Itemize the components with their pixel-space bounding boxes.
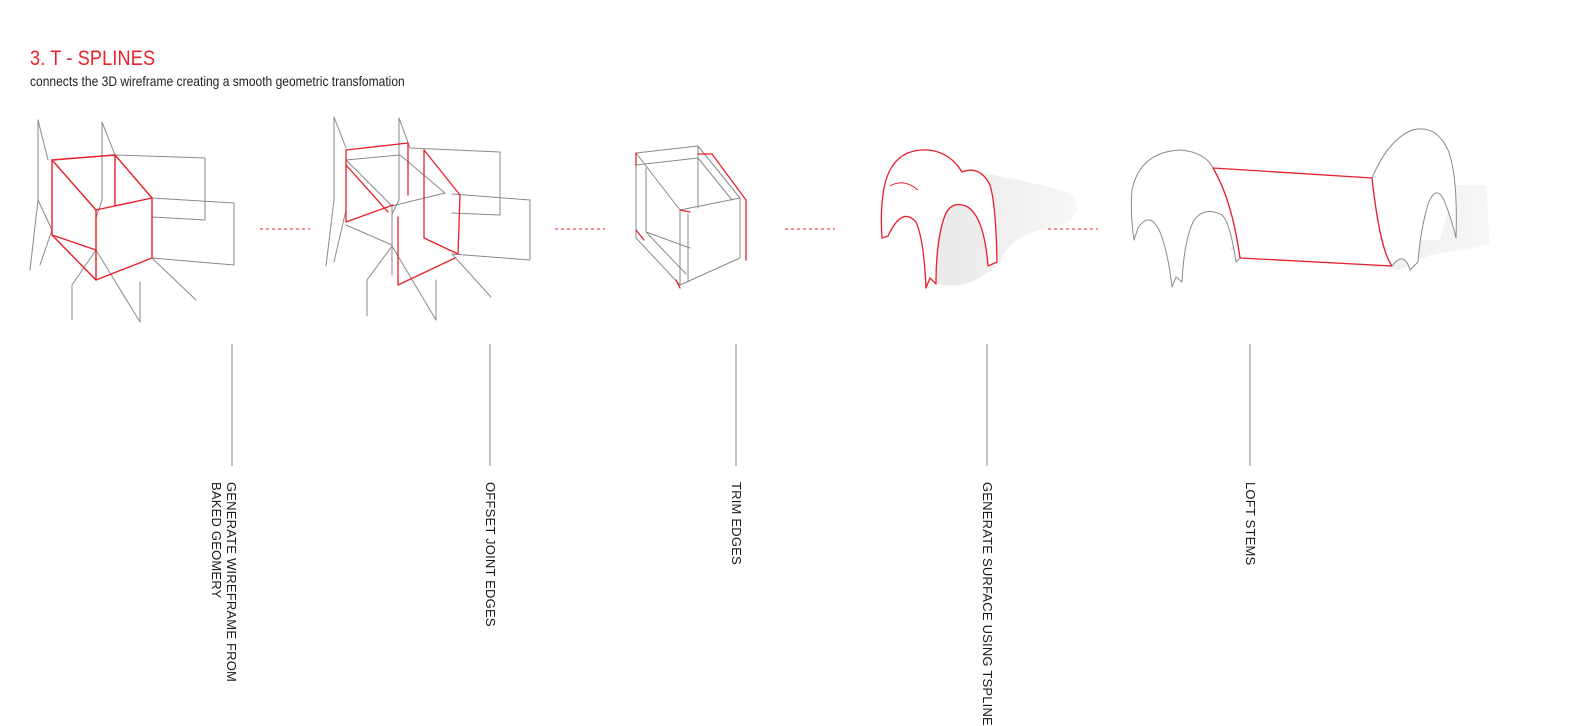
step-label-loft-stems: LOFT STEMS [1243, 482, 1258, 566]
leader-lines [231, 344, 1251, 466]
step-label-generate-surface: GENERATE SURFACE USING TSPLINE [980, 482, 995, 726]
diagram-title: 3. T - SPLINES [30, 47, 156, 70]
lofted-stems-model [1130, 128, 1490, 288]
diagram-subtitle: connects the 3D wireframe creating a smo… [30, 73, 405, 89]
step-label-offset-joint-edges: OFFSET JOINT EDGES [483, 482, 498, 627]
step-label-generate-wireframe: GENERATE WIREFRAME FROM BAKED GEOMERY [209, 482, 239, 683]
step-label-trim-edges: TRIM EDGES [729, 482, 744, 565]
wireframe-model [29, 119, 235, 323]
trimmed-wireframe-model [635, 145, 747, 289]
offset-wireframe-model [325, 116, 531, 321]
tspline-surface-model [880, 149, 1078, 289]
